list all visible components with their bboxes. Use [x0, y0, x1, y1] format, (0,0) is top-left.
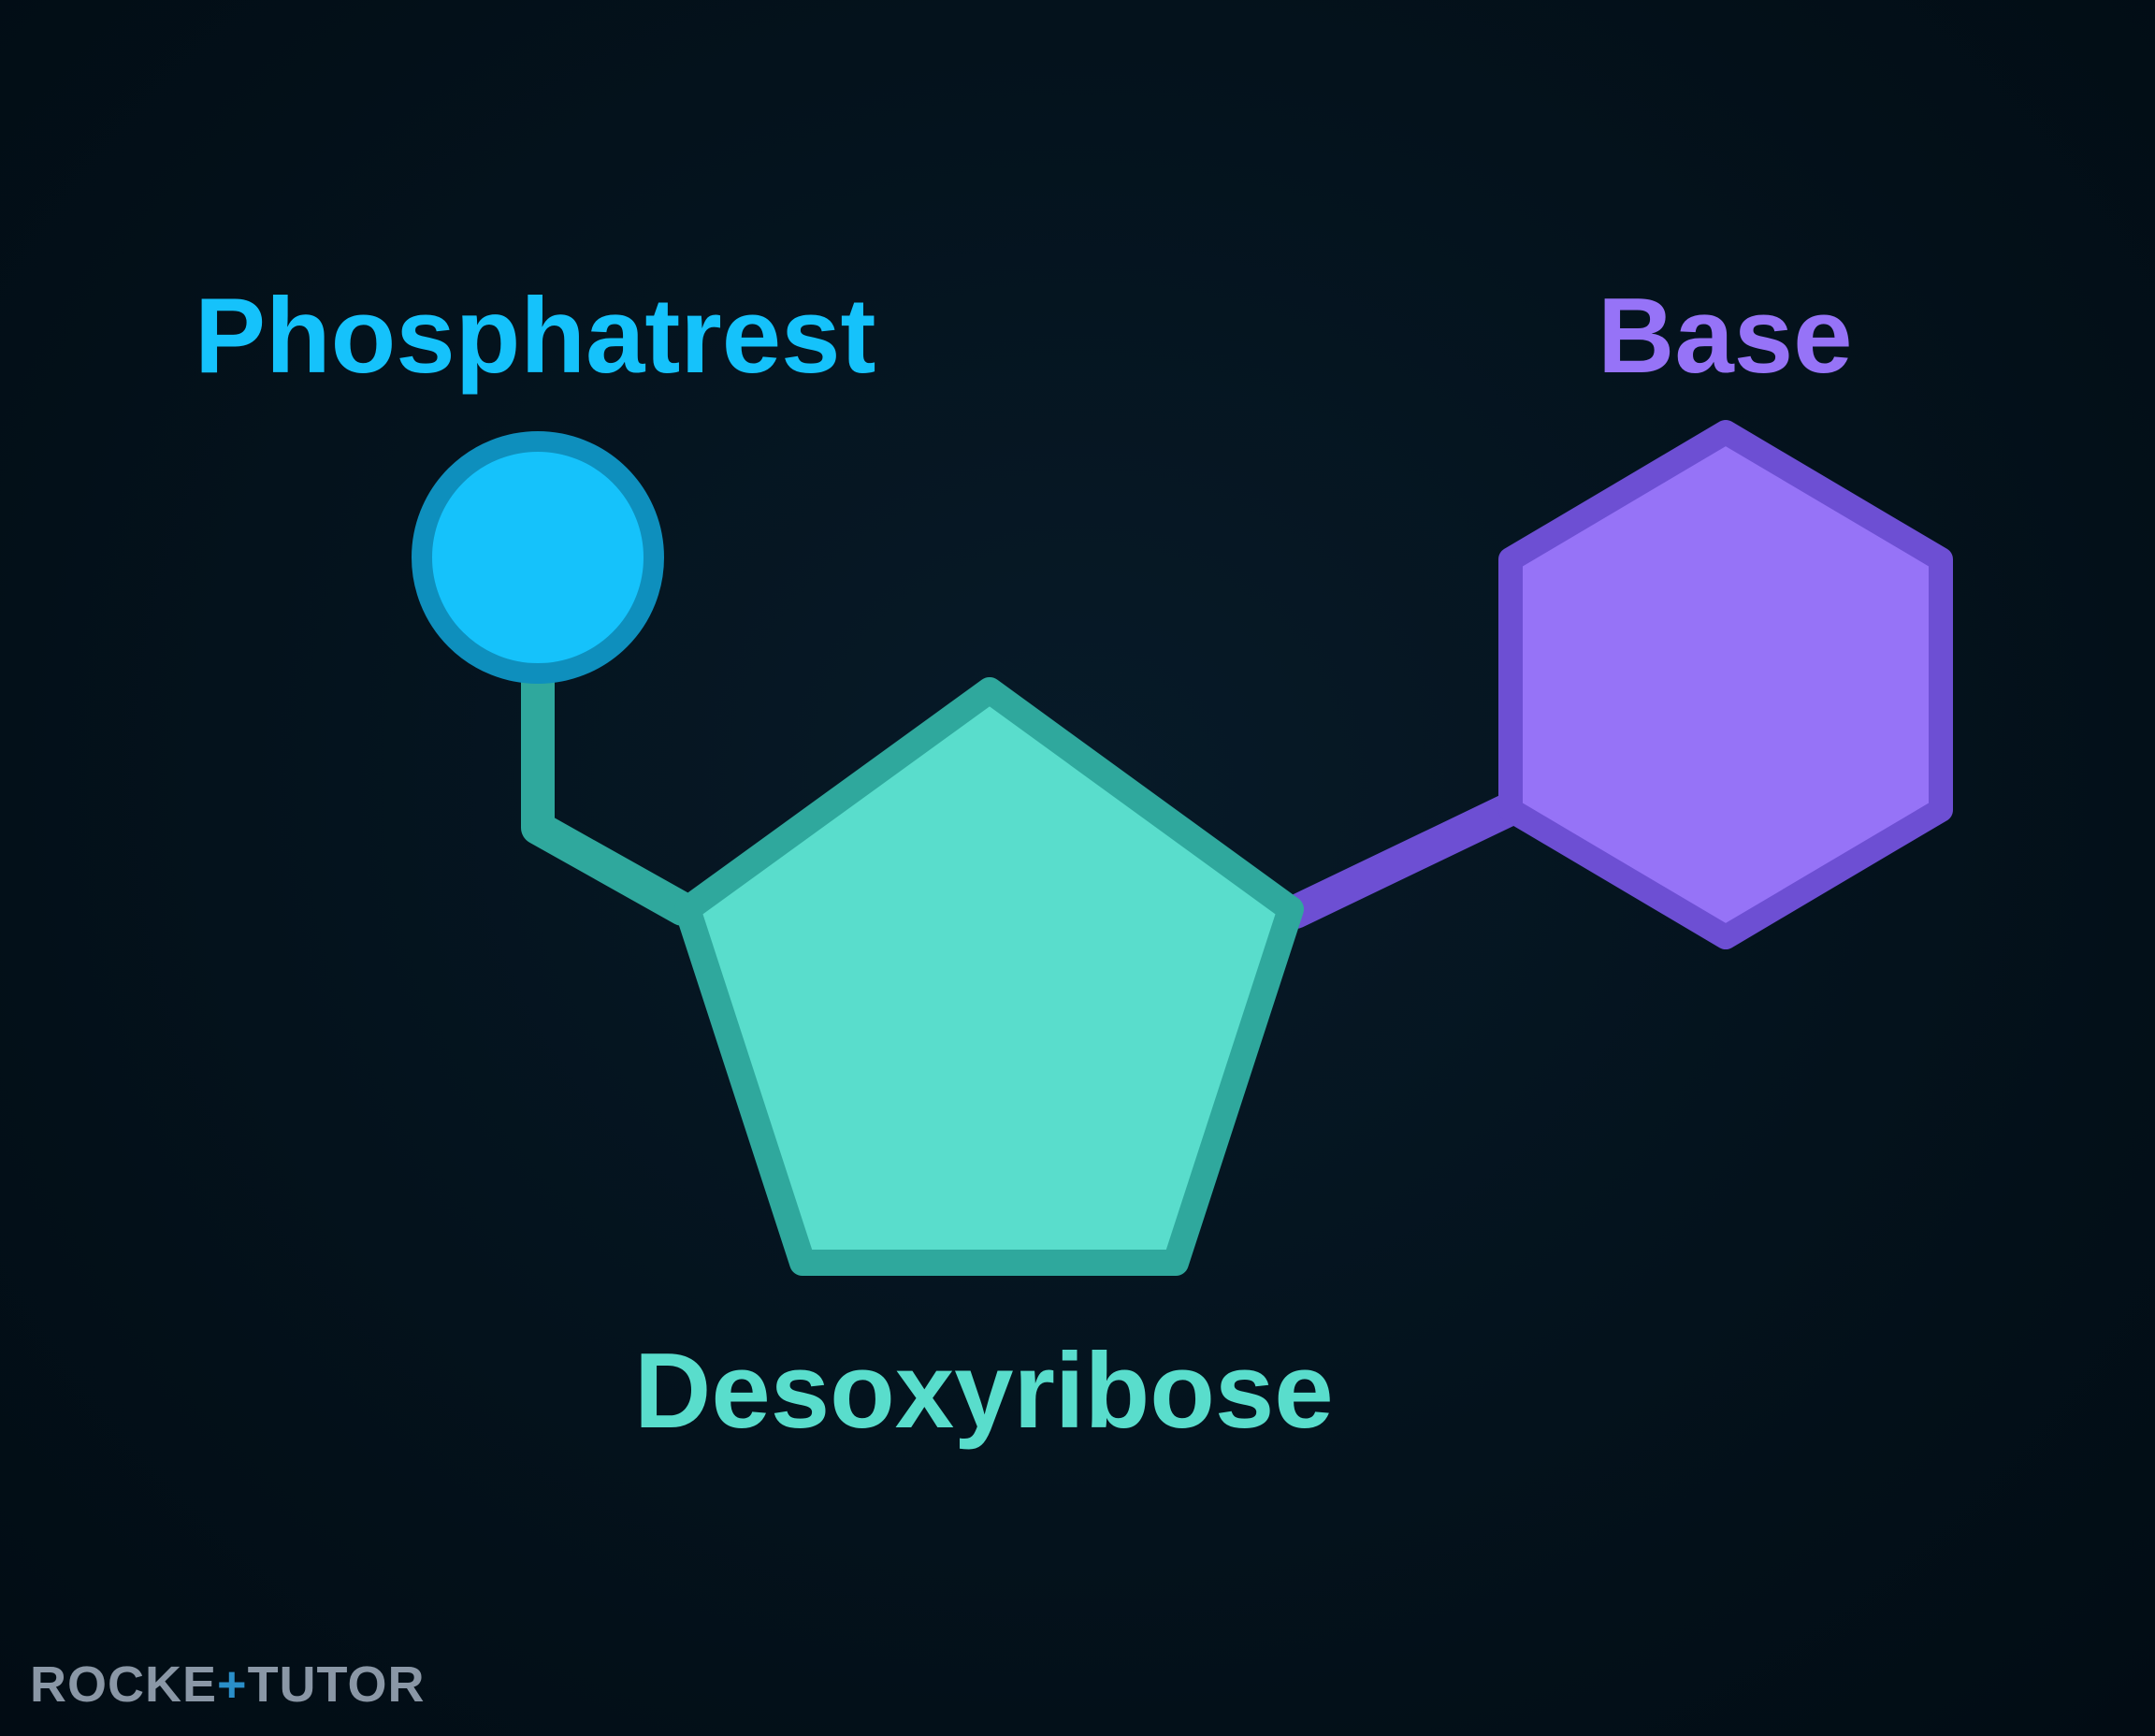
phosphate-sugar-bond: [521, 657, 700, 926]
deoxyribose-label: Desoxyribose: [634, 1332, 1334, 1451]
sugar-base-bond: [1279, 794, 1523, 929]
base-hexagon-icon: [1498, 420, 1953, 949]
watermark-text-1: ROCKE: [30, 1656, 218, 1713]
watermark-plus: +: [217, 1656, 248, 1713]
deoxyribose-pentagon-icon: [674, 677, 1304, 1276]
brand-watermark: ROCKE+TUTOR: [30, 1656, 426, 1714]
phosphate-label: Phosphatrest: [195, 277, 875, 396]
phosphate-circle-icon: [412, 431, 664, 684]
base-label: Base: [1598, 277, 1853, 396]
watermark-text-2: TUTOR: [247, 1656, 426, 1713]
